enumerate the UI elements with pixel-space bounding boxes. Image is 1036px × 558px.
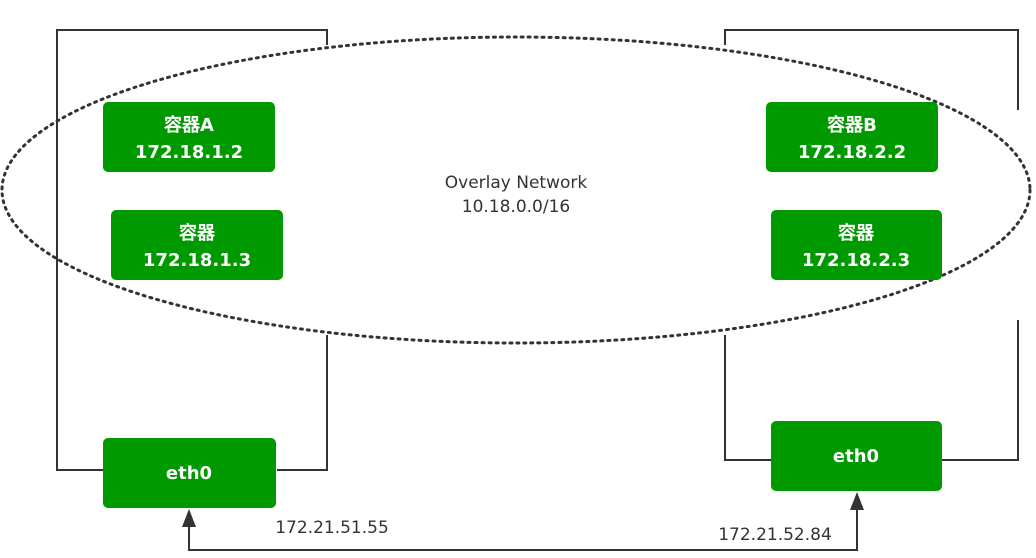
eth0-link <box>182 492 864 551</box>
right-container-b[interactable]: 容器 172.18.2.3 <box>771 210 942 280</box>
left-container-a-name: 容器A <box>164 114 214 136</box>
left-host-frame <box>56 29 328 471</box>
overlay-network-ellipse <box>0 35 1032 345</box>
right-container-a-ip: 172.18.2.2 <box>798 142 906 163</box>
left-container-b[interactable]: 容器 172.18.1.3 <box>111 210 283 280</box>
left-host-ip: 172.21.51.55 <box>275 518 389 538</box>
right-eth0-label: eth0 <box>833 446 879 467</box>
left-eth0-label: eth0 <box>166 463 212 484</box>
right-container-b-ip: 172.18.2.3 <box>802 250 910 271</box>
right-container-b-name: 容器 <box>838 222 875 244</box>
left-container-b-name: 容器 <box>179 222 216 244</box>
right-host-ip: 172.21.52.84 <box>718 525 832 545</box>
overlay-network-name: Overlay Network <box>445 173 588 193</box>
right-container-a[interactable]: 容器B 172.18.2.2 <box>766 102 938 172</box>
right-container-a-name: 容器B <box>827 114 877 136</box>
right-host-frame <box>724 29 1019 461</box>
left-arrow-head <box>182 509 196 527</box>
left-container-a[interactable]: 容器A 172.18.1.2 <box>103 102 275 172</box>
left-container-b-ip: 172.18.1.3 <box>143 250 251 271</box>
left-container-a-ip: 172.18.1.2 <box>135 142 243 163</box>
right-eth0-box[interactable]: eth0 <box>771 421 942 491</box>
right-arrow-head <box>850 492 864 510</box>
left-eth0-box[interactable]: eth0 <box>103 438 276 508</box>
overlay-network-cidr: 10.18.0.0/16 <box>462 197 570 217</box>
